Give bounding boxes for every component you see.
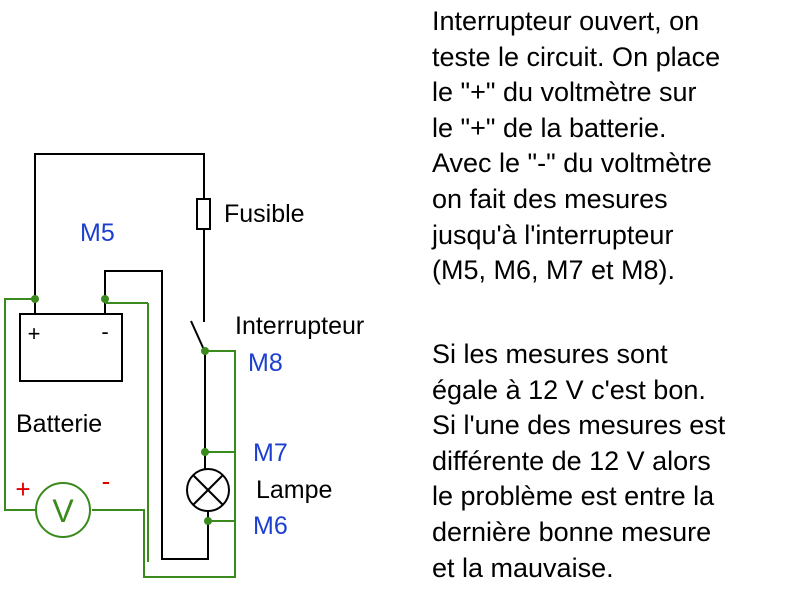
battery-label: Batterie (16, 410, 102, 438)
voltmeter-symbol (35, 482, 91, 538)
explanation-paragraph-1: Interrupteur ouvert, on teste le circuit… (432, 4, 792, 289)
explanation-line: jusqu'à l'interrupteur (432, 219, 674, 250)
explanation-line: le "+" de la batterie. (432, 112, 667, 143)
voltmeter-minus-label: - (102, 466, 111, 496)
explanation-paragraph-2: Si les mesures sont égale à 12 V c'est b… (432, 337, 792, 586)
measurement-wires (4, 298, 236, 578)
node-m6 (204, 517, 212, 525)
fuse-symbol (196, 198, 211, 230)
explanation-line: teste le circuit. On place (432, 41, 721, 72)
measure-point-m8: M8 (248, 349, 283, 377)
explanation-line: Avec le "-" du voltmètre (432, 148, 712, 179)
explanation-line: différente de 12 V alors (432, 445, 711, 476)
fuse-label: Fusible (224, 200, 305, 228)
battery-body (19, 313, 123, 382)
battery-plus-label: + (28, 321, 41, 346)
explanation-line: et la mauvaise. (432, 552, 614, 583)
lamp-label: Lampe (256, 476, 332, 504)
battery-minus-label: - (101, 319, 108, 344)
wire-lamp-to-battery-minus (104, 270, 209, 560)
explanation-line: le problème est entre la (432, 481, 715, 512)
explanation-line: (M5, M6, M7 et M8). (432, 255, 676, 286)
voltmeter-minus-lead (92, 350, 236, 578)
lamp-symbol (186, 468, 230, 512)
voltmeter-plus-label: + (15, 474, 30, 504)
explanation-line: le "+" du voltmètre sur (432, 77, 697, 108)
measure-point-m7: M7 (253, 439, 288, 467)
switch-blade (190, 320, 206, 353)
measure-point-m6: M6 (253, 512, 288, 540)
node-battery-minus (101, 295, 109, 303)
node-battery-plus (31, 295, 39, 303)
explanation-line: dernière bonne mesure (432, 516, 712, 547)
switch-label: Interrupteur (235, 312, 364, 340)
measure-point-m5: M5 (80, 219, 115, 247)
circuit-diagram: V + - + - Fusible Interrupteur Batterie … (4, 153, 364, 578)
explanation-line: on fait des mesures (432, 183, 668, 214)
explanation-line: Si les mesures sont (432, 339, 668, 369)
node-m7 (201, 448, 209, 456)
wire-battery-plus-to-fuse (34, 153, 205, 299)
voltmeter-label: V (52, 493, 74, 529)
explanation-line: Interrupteur ouvert, on (432, 6, 700, 36)
node-dots (31, 295, 212, 525)
voltmeter-plus-lead (4, 298, 36, 511)
explanation-line: égale à 12 V c'est bon. (432, 374, 706, 405)
explanation-line: Si l'une des mesures est (432, 410, 726, 441)
node-m8 (201, 347, 209, 355)
